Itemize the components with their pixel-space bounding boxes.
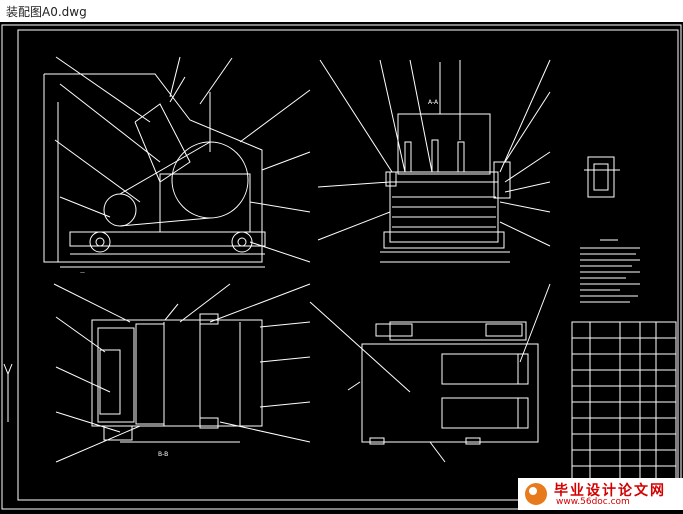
side-view — [317, 59, 551, 263]
watermark-logo — [525, 483, 547, 505]
title-block — [571, 321, 677, 497]
ucs-icon — [3, 363, 13, 376]
technical-notes — [580, 239, 640, 303]
bottom-view — [309, 283, 551, 463]
top-view — [53, 283, 311, 463]
watermark: 毕业设计论文网 www.56doc.com — [518, 478, 683, 510]
detail-view — [584, 156, 620, 198]
title-bar: 装配图A0.dwg — [0, 0, 683, 23]
dim-label-front: — — [80, 270, 85, 276]
drawing-canvas[interactable]: — A-A B-B — [0, 22, 683, 510]
document-tab-title[interactable]: 装配图A0.dwg — [6, 5, 87, 19]
watermark-url: www.56doc.com — [556, 497, 630, 507]
section-label-aa: A-A — [428, 99, 439, 106]
cad-drawing: — A-A B-B — [1, 24, 682, 510]
drawing-frame — [17, 29, 679, 501]
sheet-border — [1, 24, 682, 510]
section-label-bb: B-B — [158, 451, 168, 458]
watermark-text: 毕业设计论文网 — [554, 483, 666, 499]
front-view — [43, 56, 311, 268]
